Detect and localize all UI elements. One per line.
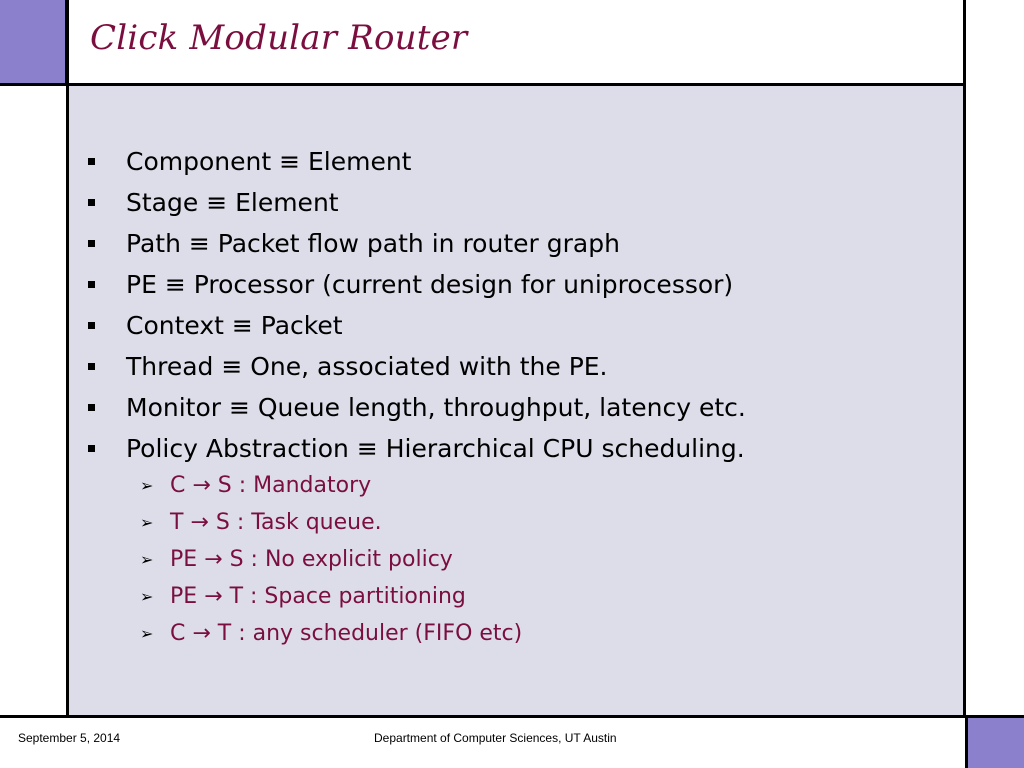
square-bullet-icon (88, 240, 95, 247)
bullet-text: Stage ≡ Element (126, 188, 339, 217)
square-bullet-icon (88, 281, 95, 288)
sub-bullet-text: PE → S : No explicit policy (170, 547, 453, 572)
square-bullet-icon (88, 158, 95, 165)
slide-title: Click Modular Router (90, 18, 468, 58)
sub-bullet-text: C → T : any scheduler (FIFO etc) (170, 621, 523, 646)
arrow-bullet-icon: ➢ (140, 476, 154, 495)
list-item: PE ≡ Processor (current design for unipr… (88, 264, 746, 305)
list-item: ➢ C → T : any scheduler (FIFO etc) (140, 615, 522, 652)
list-item: Thread ≡ One, associated with the PE. (88, 346, 746, 387)
divider-footer (0, 715, 1024, 718)
list-item: Path ≡ Packet flow path in router graph (88, 223, 746, 264)
list-item: ➢ C → S : Mandatory (140, 467, 522, 504)
arrow-bullet-icon: ➢ (140, 587, 154, 606)
list-item: Stage ≡ Element (88, 182, 746, 223)
bullet-text: Context ≡ Packet (126, 311, 343, 340)
divider-left (66, 0, 69, 718)
footer-date: September 5, 2014 (18, 731, 121, 745)
bullet-text: Thread ≡ One, associated with the PE. (126, 352, 608, 381)
bullet-text: Monitor ≡ Queue length, throughput, late… (126, 393, 746, 422)
square-bullet-icon (88, 199, 95, 206)
square-bullet-icon (88, 445, 95, 452)
divider-right (963, 0, 966, 718)
list-item: Policy Abstraction ≡ Hierarchical CPU sc… (88, 428, 746, 469)
corner-accent-bottom-right (965, 716, 1024, 768)
list-item: Monitor ≡ Queue length, throughput, late… (88, 387, 746, 428)
bullet-text: Path ≡ Packet flow path in router graph (126, 229, 620, 258)
square-bullet-icon (88, 363, 95, 370)
sub-bullet-text: C → S : Mandatory (170, 473, 372, 498)
sub-bullet-text: PE → T : Space partitioning (170, 584, 466, 609)
square-bullet-icon (88, 404, 95, 411)
list-item: Context ≡ Packet (88, 305, 746, 346)
bullet-text: Policy Abstraction ≡ Hierarchical CPU sc… (126, 434, 745, 463)
divider-title (0, 83, 966, 86)
list-item: ➢ PE → T : Space partitioning (140, 578, 522, 615)
list-item: ➢ PE → S : No explicit policy (140, 541, 522, 578)
sub-bullet-list: ➢C → S : Mandatory ➢T → S : Task queue. … (140, 467, 522, 652)
arrow-bullet-icon: ➢ (140, 550, 154, 569)
bullet-text: PE ≡ Processor (current design for unipr… (126, 270, 734, 299)
corner-accent-top-left (0, 0, 68, 84)
arrow-bullet-icon: ➢ (140, 513, 154, 532)
sub-bullet-text: T → S : Task queue. (170, 510, 382, 535)
bullet-text: Component ≡ Element (126, 147, 412, 176)
bullet-list: Component ≡ Element Stage ≡ Element Path… (88, 141, 746, 469)
footer-department: Department of Computer Sciences, UT Aust… (374, 731, 617, 745)
list-item: ➢ T → S : Task queue. (140, 504, 522, 541)
square-bullet-icon (88, 322, 95, 329)
list-item: Component ≡ Element (88, 141, 746, 182)
content-area (69, 86, 963, 715)
arrow-bullet-icon: ➢ (140, 624, 154, 643)
